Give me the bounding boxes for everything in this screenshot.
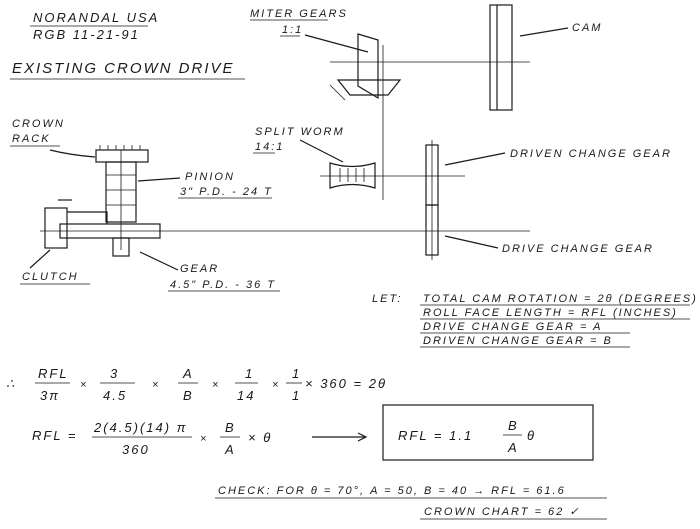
gear-label: GEAR: [180, 263, 219, 275]
fraction-den: 1: [292, 388, 301, 403]
fraction-den: 4.5: [103, 388, 127, 403]
drawing-title: EXISTING CROWN DRIVE: [12, 60, 235, 77]
crown-chart-line: CROWN CHART = 62 ✓: [424, 506, 581, 518]
main-shaft: CLUTCH GEAR 4.5" P.D. - 36 T: [20, 199, 530, 292]
fraction-den: A: [224, 442, 236, 457]
definition-line: ROLL FACE LENGTH = RFL (INCHES): [423, 307, 678, 319]
author-date: RGB 11-21-91: [33, 27, 140, 42]
equation-lhs: RFL =: [32, 428, 78, 443]
clutch-label: CLUTCH: [22, 271, 79, 283]
change-gears: DRIVEN CHANGE GEAR DRIVE CHANGE GEAR: [425, 140, 672, 260]
split-worm-label: SPLIT WORM: [255, 126, 345, 138]
result-box: RFL = 1.1 B A θ: [382, 404, 594, 461]
driven-change-gear-label: DRIVEN CHANGE GEAR: [510, 148, 672, 160]
times: ×: [200, 433, 208, 445]
times: ×: [212, 379, 220, 391]
definition-line: DRIVEN CHANGE GEAR = B: [423, 335, 613, 347]
equation-1: ∴ RFL 3π × 3 4.5 × A B × 1 14 × 1 1 × 36…: [6, 366, 387, 403]
pinion-label: PINION: [185, 171, 235, 183]
fraction-den: 14: [237, 388, 255, 403]
theta: θ: [527, 428, 536, 443]
check: CHECK: FOR θ = 70°, A = 50, B = 40 → RFL…: [215, 485, 607, 520]
equation-tail: × 360 = 2θ: [305, 376, 387, 391]
definition-line: DRIVE CHANGE GEAR = A: [423, 321, 602, 333]
split-worm: SPLIT WORM 14:1: [253, 126, 465, 189]
pinion-spec-label: 3" P.D. - 24 T: [180, 186, 273, 198]
times: ×: [152, 379, 160, 391]
equation-2: RFL = 2(4.5)(14) π 360 × B A × θ: [32, 420, 368, 457]
pinion: PINION 3" P.D. - 24 T: [105, 150, 273, 250]
worm-ratio-label: 14:1: [255, 141, 284, 153]
fraction-den: B: [183, 388, 194, 403]
fraction-den: 3π: [40, 388, 60, 403]
therefore-symbol: ∴: [6, 376, 16, 391]
fraction-num: 2(4.5)(14) π: [93, 420, 187, 435]
check-line: CHECK: FOR θ = 70°, A = 50, B = 40 → RFL…: [218, 485, 566, 497]
times: ×: [272, 379, 280, 391]
definition-line: TOTAL CAM ROTATION = 2θ (DEGREES): [423, 293, 698, 305]
fraction-num: B: [225, 420, 236, 435]
fraction-num: 1: [292, 366, 301, 381]
equation-tail: × θ: [248, 430, 272, 445]
header: NORANDAL USA RGB 11-21-91 EXISTING CROWN…: [10, 10, 245, 80]
crown-label: CROWN: [12, 118, 65, 130]
cam-label: CAM: [572, 22, 602, 34]
times: ×: [80, 379, 88, 391]
fraction-num: B: [508, 418, 519, 433]
fraction-num: 1: [245, 366, 254, 381]
company-name: NORANDAL USA: [33, 10, 159, 25]
fraction-num: A: [182, 366, 194, 381]
fraction-num: 3: [110, 366, 119, 381]
miter-ratio-label: 1:1: [282, 24, 303, 36]
crown-rack: CROWN RACK: [10, 118, 149, 163]
result-lhs: RFL = 1.1: [398, 428, 473, 443]
fraction-num: RFL: [38, 366, 69, 381]
miter-gears-label: MITER GEARS: [250, 8, 348, 20]
let-label: LET:: [372, 293, 402, 305]
gear-spec-label: 4.5" P.D. - 36 T: [170, 279, 276, 291]
drive-change-gear-label: DRIVE CHANGE GEAR: [502, 243, 654, 255]
definitions: LET: TOTAL CAM ROTATION = 2θ (DEGREES) R…: [372, 293, 698, 348]
rack-label: RACK: [12, 133, 51, 145]
cam: CAM: [489, 4, 602, 111]
miter-gears: MITER GEARS 1:1: [250, 8, 530, 200]
fraction-den: 360: [122, 442, 150, 457]
fraction-den: A: [507, 440, 519, 455]
